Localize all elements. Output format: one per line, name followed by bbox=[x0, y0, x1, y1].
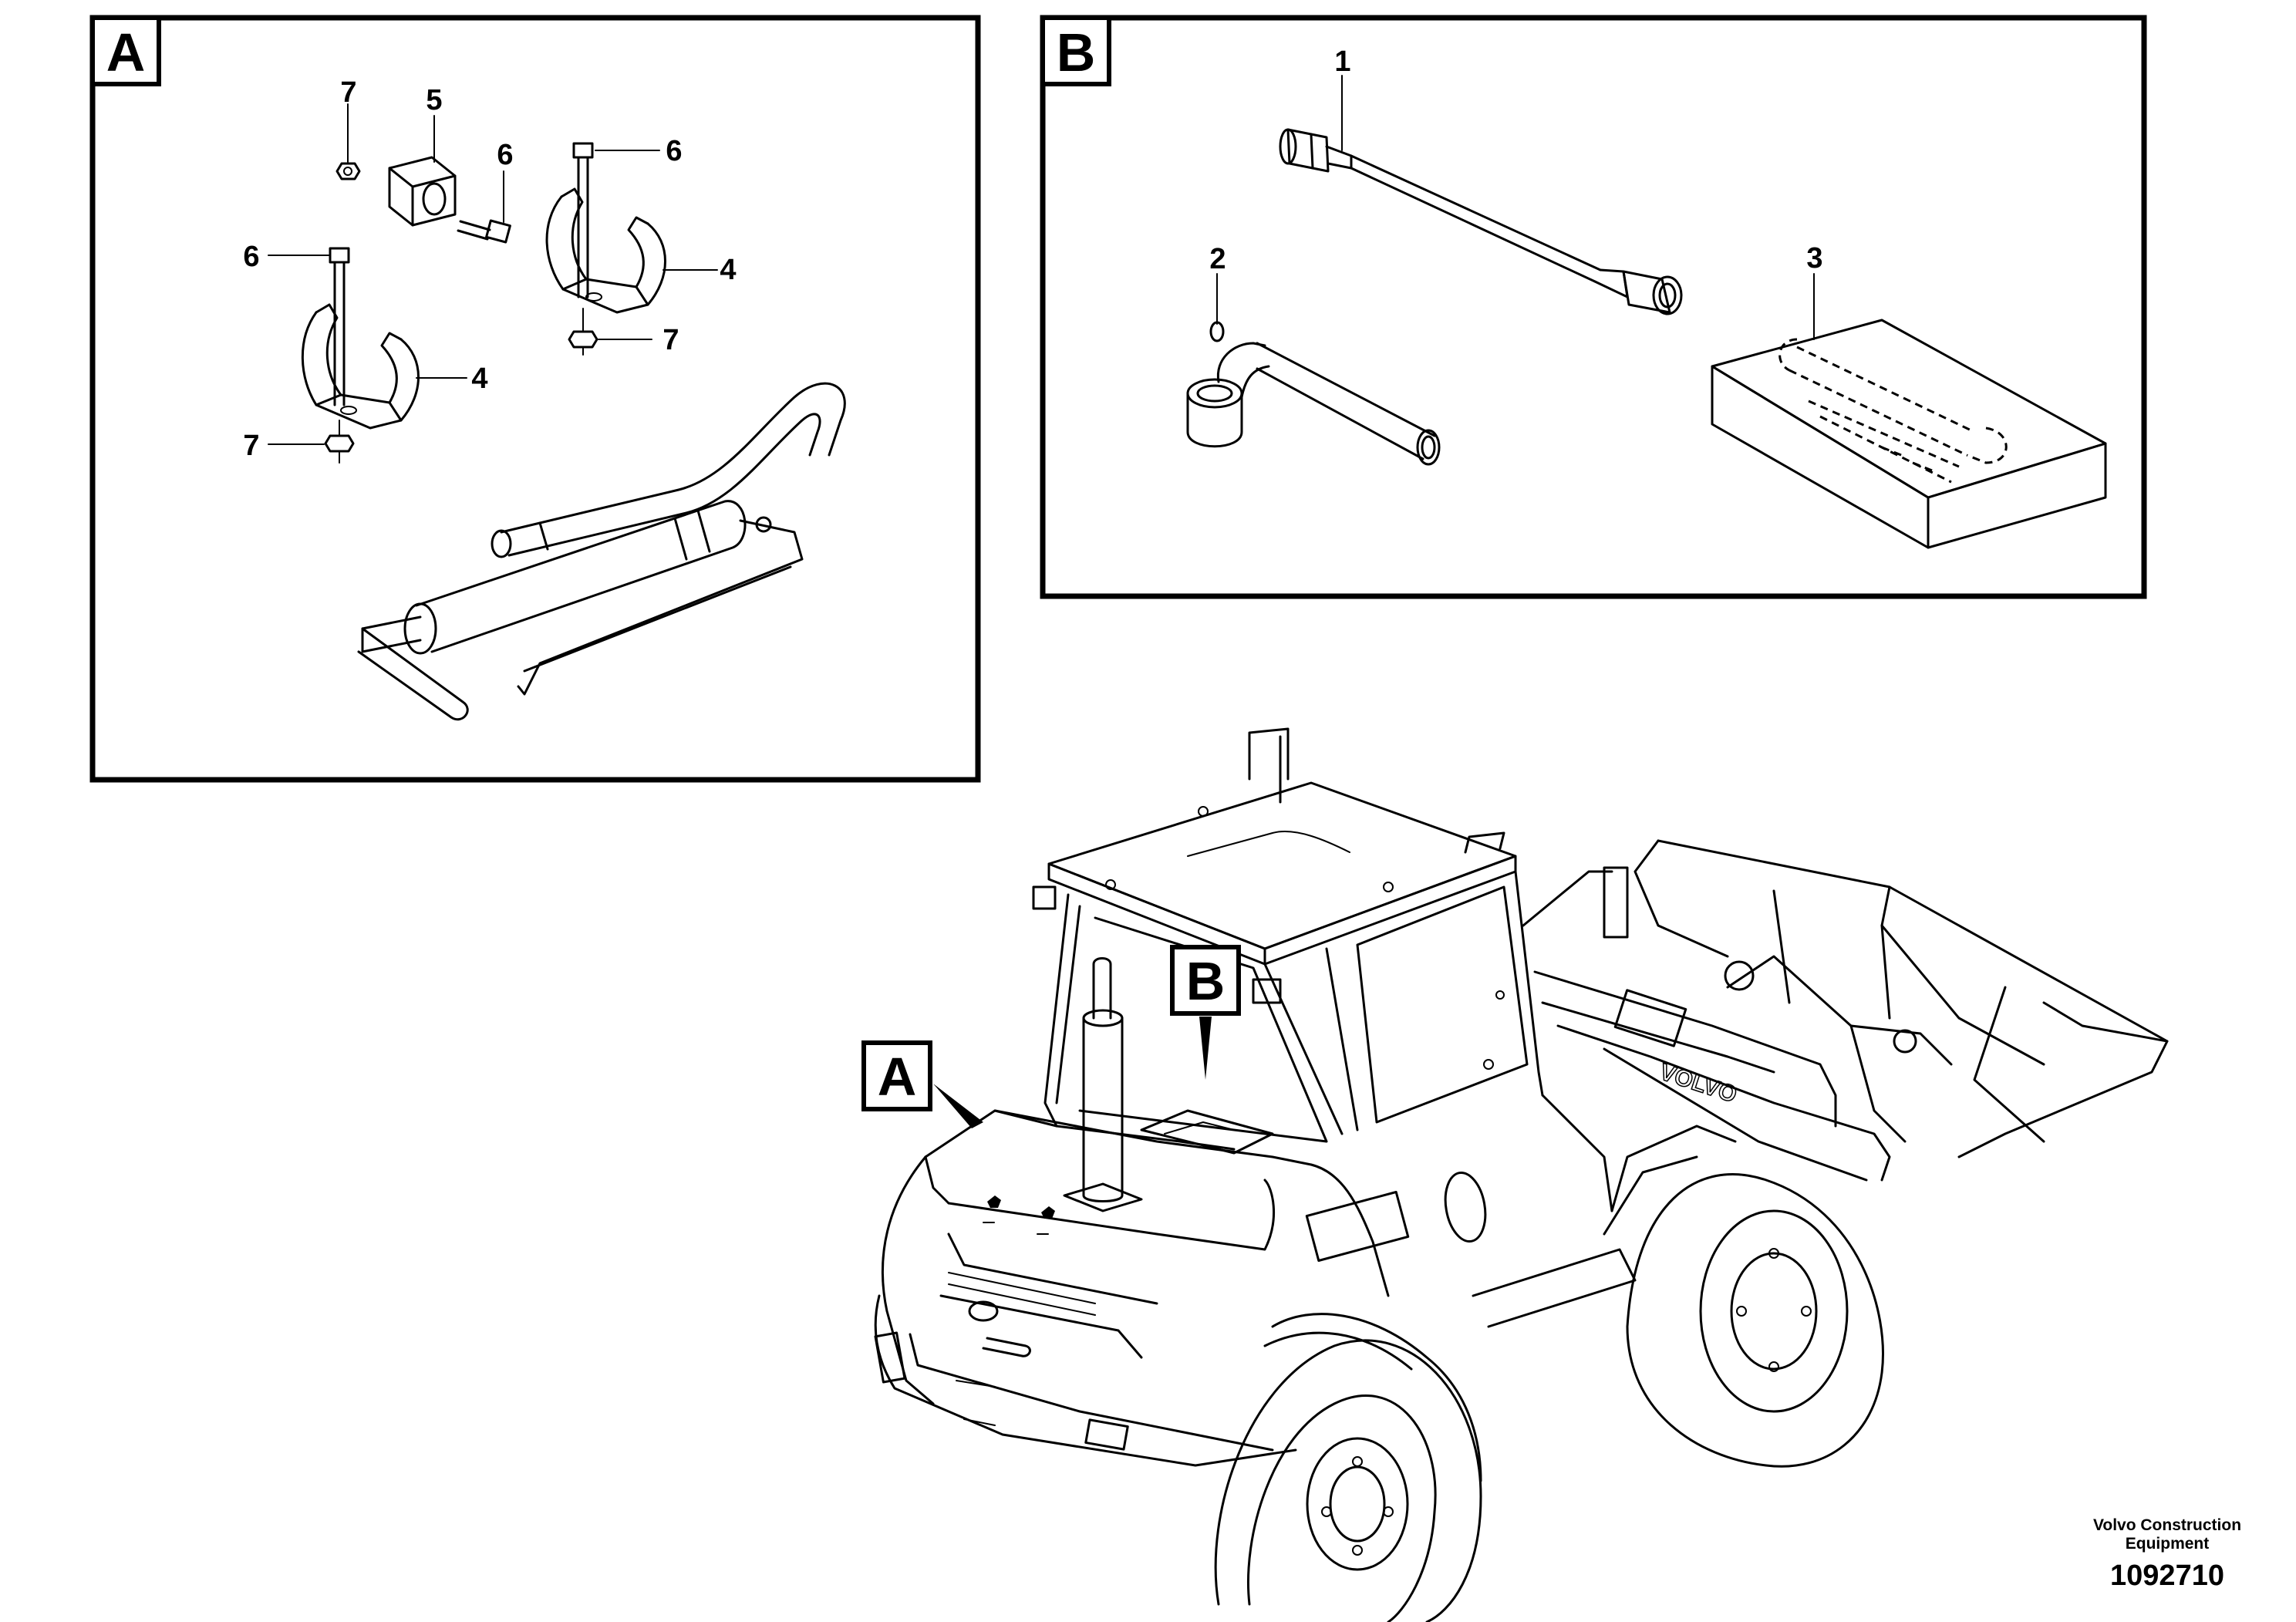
cab-roof bbox=[1032, 727, 1517, 1004]
panel-a-label: A bbox=[106, 22, 146, 83]
nut-7-right bbox=[568, 308, 652, 356]
bolt-6-right bbox=[572, 142, 660, 298]
pointer-a-label: A bbox=[878, 1047, 917, 1107]
drawing-number: 1092710 bbox=[2110, 1560, 2224, 1592]
panel-a: A 7 5 6 bbox=[89, 15, 981, 783]
panel-a-frame bbox=[89, 15, 981, 783]
callout-3: 3 bbox=[1806, 242, 1822, 275]
pointer-b-label: B bbox=[1186, 951, 1226, 1011]
bolt-6-left bbox=[268, 247, 350, 406]
cab-body bbox=[1043, 870, 1544, 1143]
rear-fender bbox=[1263, 1313, 1482, 1482]
company-name-line2: Equipment bbox=[2125, 1535, 2210, 1553]
bolt-6-mid bbox=[457, 170, 511, 244]
wheel-front-left bbox=[1214, 1339, 1482, 1622]
boom-brand-text: VOLVO bbox=[1657, 1059, 1740, 1108]
exhaust-assembly bbox=[357, 382, 846, 720]
callout-7-right: 7 bbox=[663, 324, 679, 356]
drawing-footer: Volvo Construction Equipment 1092710 bbox=[2052, 1516, 2283, 1593]
panel-b-label-box bbox=[1040, 15, 1111, 86]
pointer-a bbox=[861, 1040, 983, 1128]
callout-7-top: 7 bbox=[340, 76, 356, 109]
panel-b-frame bbox=[1040, 15, 2147, 599]
socket-extension-1 bbox=[1279, 75, 1683, 315]
callout-4-right: 4 bbox=[720, 254, 736, 286]
loader-arms: VOLVO bbox=[1522, 839, 2169, 1182]
engine-hood bbox=[874, 1109, 1390, 1467]
clamp-block-5 bbox=[388, 115, 457, 227]
clip-4-left bbox=[301, 303, 467, 430]
clip-4-right bbox=[545, 187, 718, 314]
tool-box-3 bbox=[1711, 273, 2107, 549]
nut-7-top bbox=[335, 103, 361, 180]
company-name-line1: Volvo Construction bbox=[2092, 1516, 2242, 1534]
wheel-loader: VOLVO bbox=[861, 727, 2169, 1622]
panel-b: B 1 2 bbox=[1040, 15, 2147, 599]
exhaust-stack bbox=[1063, 957, 1143, 1212]
panel-a-label-box bbox=[90, 15, 161, 86]
callout-6-right: 6 bbox=[666, 135, 682, 167]
tool-compartment bbox=[1140, 1109, 1274, 1155]
callout-6-left: 6 bbox=[243, 241, 259, 273]
callout-4-left: 4 bbox=[471, 363, 487, 395]
callout-2: 2 bbox=[1209, 243, 1226, 275]
callout-5: 5 bbox=[426, 84, 442, 116]
wheel-nut-wrench-2 bbox=[1186, 273, 1441, 466]
callout-6-mid: 6 bbox=[497, 139, 513, 171]
callout-7-left: 7 bbox=[243, 430, 259, 462]
panel-b-label: B bbox=[1057, 22, 1096, 83]
nut-7-left bbox=[268, 420, 355, 464]
center-frame bbox=[1305, 1094, 1637, 1328]
pointer-b bbox=[1170, 945, 1241, 1080]
callout-1: 1 bbox=[1334, 46, 1350, 78]
wheel-front-right bbox=[1603, 1125, 1884, 1468]
